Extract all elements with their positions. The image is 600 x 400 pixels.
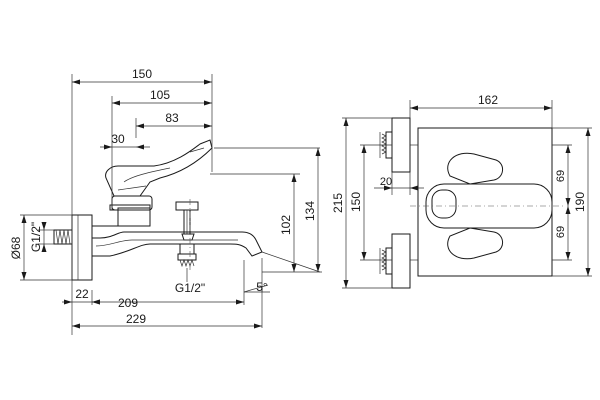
dim-150-front: 150	[349, 192, 363, 212]
dim-162: 162	[478, 93, 498, 107]
threaded-inlet-left	[53, 229, 73, 245]
wall-flange	[71, 214, 93, 281]
dim-229: 229	[126, 312, 146, 326]
dim-190: 190	[573, 192, 587, 212]
front-view: 162 215 190 150 20 69 69	[331, 93, 592, 289]
dim-150: 150	[132, 67, 152, 81]
side-view: 150 105 83 30 134 102 Ø68 G1/2" G1/2" 22…	[9, 67, 322, 335]
dim-thread-bottom: G1/2"	[175, 281, 205, 295]
front-dimension-lines	[343, 105, 591, 288]
dim-105: 105	[150, 88, 170, 102]
dim-83: 83	[165, 111, 179, 125]
side-dimension-lines	[21, 79, 322, 329]
dim-30: 30	[111, 132, 125, 146]
bottom-flange	[379, 233, 411, 289]
dim-69-top: 69	[555, 170, 567, 182]
dim-209: 209	[118, 296, 138, 310]
side-dimension-labels: 150 105 83 30 134 102 Ø68 G1/2" G1/2" 22…	[9, 67, 317, 326]
dim-134: 134	[303, 201, 317, 221]
dim-20: 20	[380, 176, 392, 188]
valve-body	[92, 195, 153, 227]
shower-outlet	[177, 243, 197, 268]
front-extension-lines	[342, 100, 592, 289]
dim-215: 215	[331, 193, 345, 213]
spout	[92, 231, 263, 257]
diverter-knob	[175, 201, 199, 241]
front-dimension-labels: 162 215 190 150 20 69 69	[331, 93, 587, 238]
side-extension-lines	[20, 74, 321, 335]
dim-thread-left: G1/2"	[29, 222, 43, 252]
dim-69-bottom: 69	[555, 226, 567, 238]
dim-22: 22	[75, 287, 89, 301]
front-lever	[410, 152, 564, 260]
dim-diameter-68: Ø68	[9, 236, 23, 259]
lever-handle	[105, 139, 213, 197]
dim-102: 102	[279, 215, 293, 235]
dim-angle-5: 5°	[256, 280, 268, 294]
